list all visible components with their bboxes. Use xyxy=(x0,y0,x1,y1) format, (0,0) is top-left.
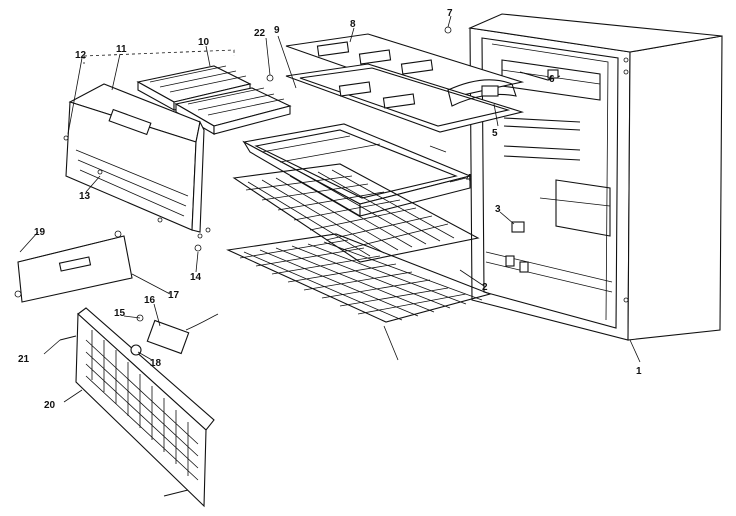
label-part-14: 14 xyxy=(190,272,202,283)
label-part-4: 4 xyxy=(466,173,472,184)
label-part-18: 18 xyxy=(150,358,162,369)
label-part-13: 13 xyxy=(79,191,91,202)
label-part-20: 20 xyxy=(44,400,56,411)
label-part-15: 15 xyxy=(114,308,126,319)
label-part-12: 12 xyxy=(75,50,87,61)
label-part-8: 8 xyxy=(350,19,356,30)
label-part-22: 22 xyxy=(254,28,266,39)
label-part-1: 1 xyxy=(636,366,642,377)
door-shroud xyxy=(65,83,211,239)
wire-shelf xyxy=(226,163,492,361)
label-part-21: 21 xyxy=(18,354,30,365)
label-part-6: 6 xyxy=(549,74,555,85)
part-labels: 1 2 3 4 5 6 7 8 9 10 11 12 13 14 15 16 1… xyxy=(18,8,642,411)
label-part-9: 9 xyxy=(274,25,280,36)
label-part-16: 16 xyxy=(144,295,156,306)
label-part-11: 11 xyxy=(116,44,127,55)
control-cover xyxy=(285,33,525,153)
label-part-17: 17 xyxy=(168,290,180,301)
label-part-7: 7 xyxy=(447,8,453,19)
crisper-pan xyxy=(242,123,472,217)
label-part-19: 19 xyxy=(34,227,46,238)
ice-cube-trays xyxy=(83,49,292,135)
thermostat xyxy=(130,313,219,356)
label-part-2: 2 xyxy=(482,282,488,293)
label-part-10: 10 xyxy=(198,37,210,48)
toe-grille xyxy=(75,307,215,508)
label-part-3: 3 xyxy=(495,204,501,215)
leader-lines xyxy=(19,15,641,403)
mounting-bracket xyxy=(14,235,133,303)
cabinet xyxy=(468,13,723,341)
label-part-5: 5 xyxy=(492,128,498,139)
